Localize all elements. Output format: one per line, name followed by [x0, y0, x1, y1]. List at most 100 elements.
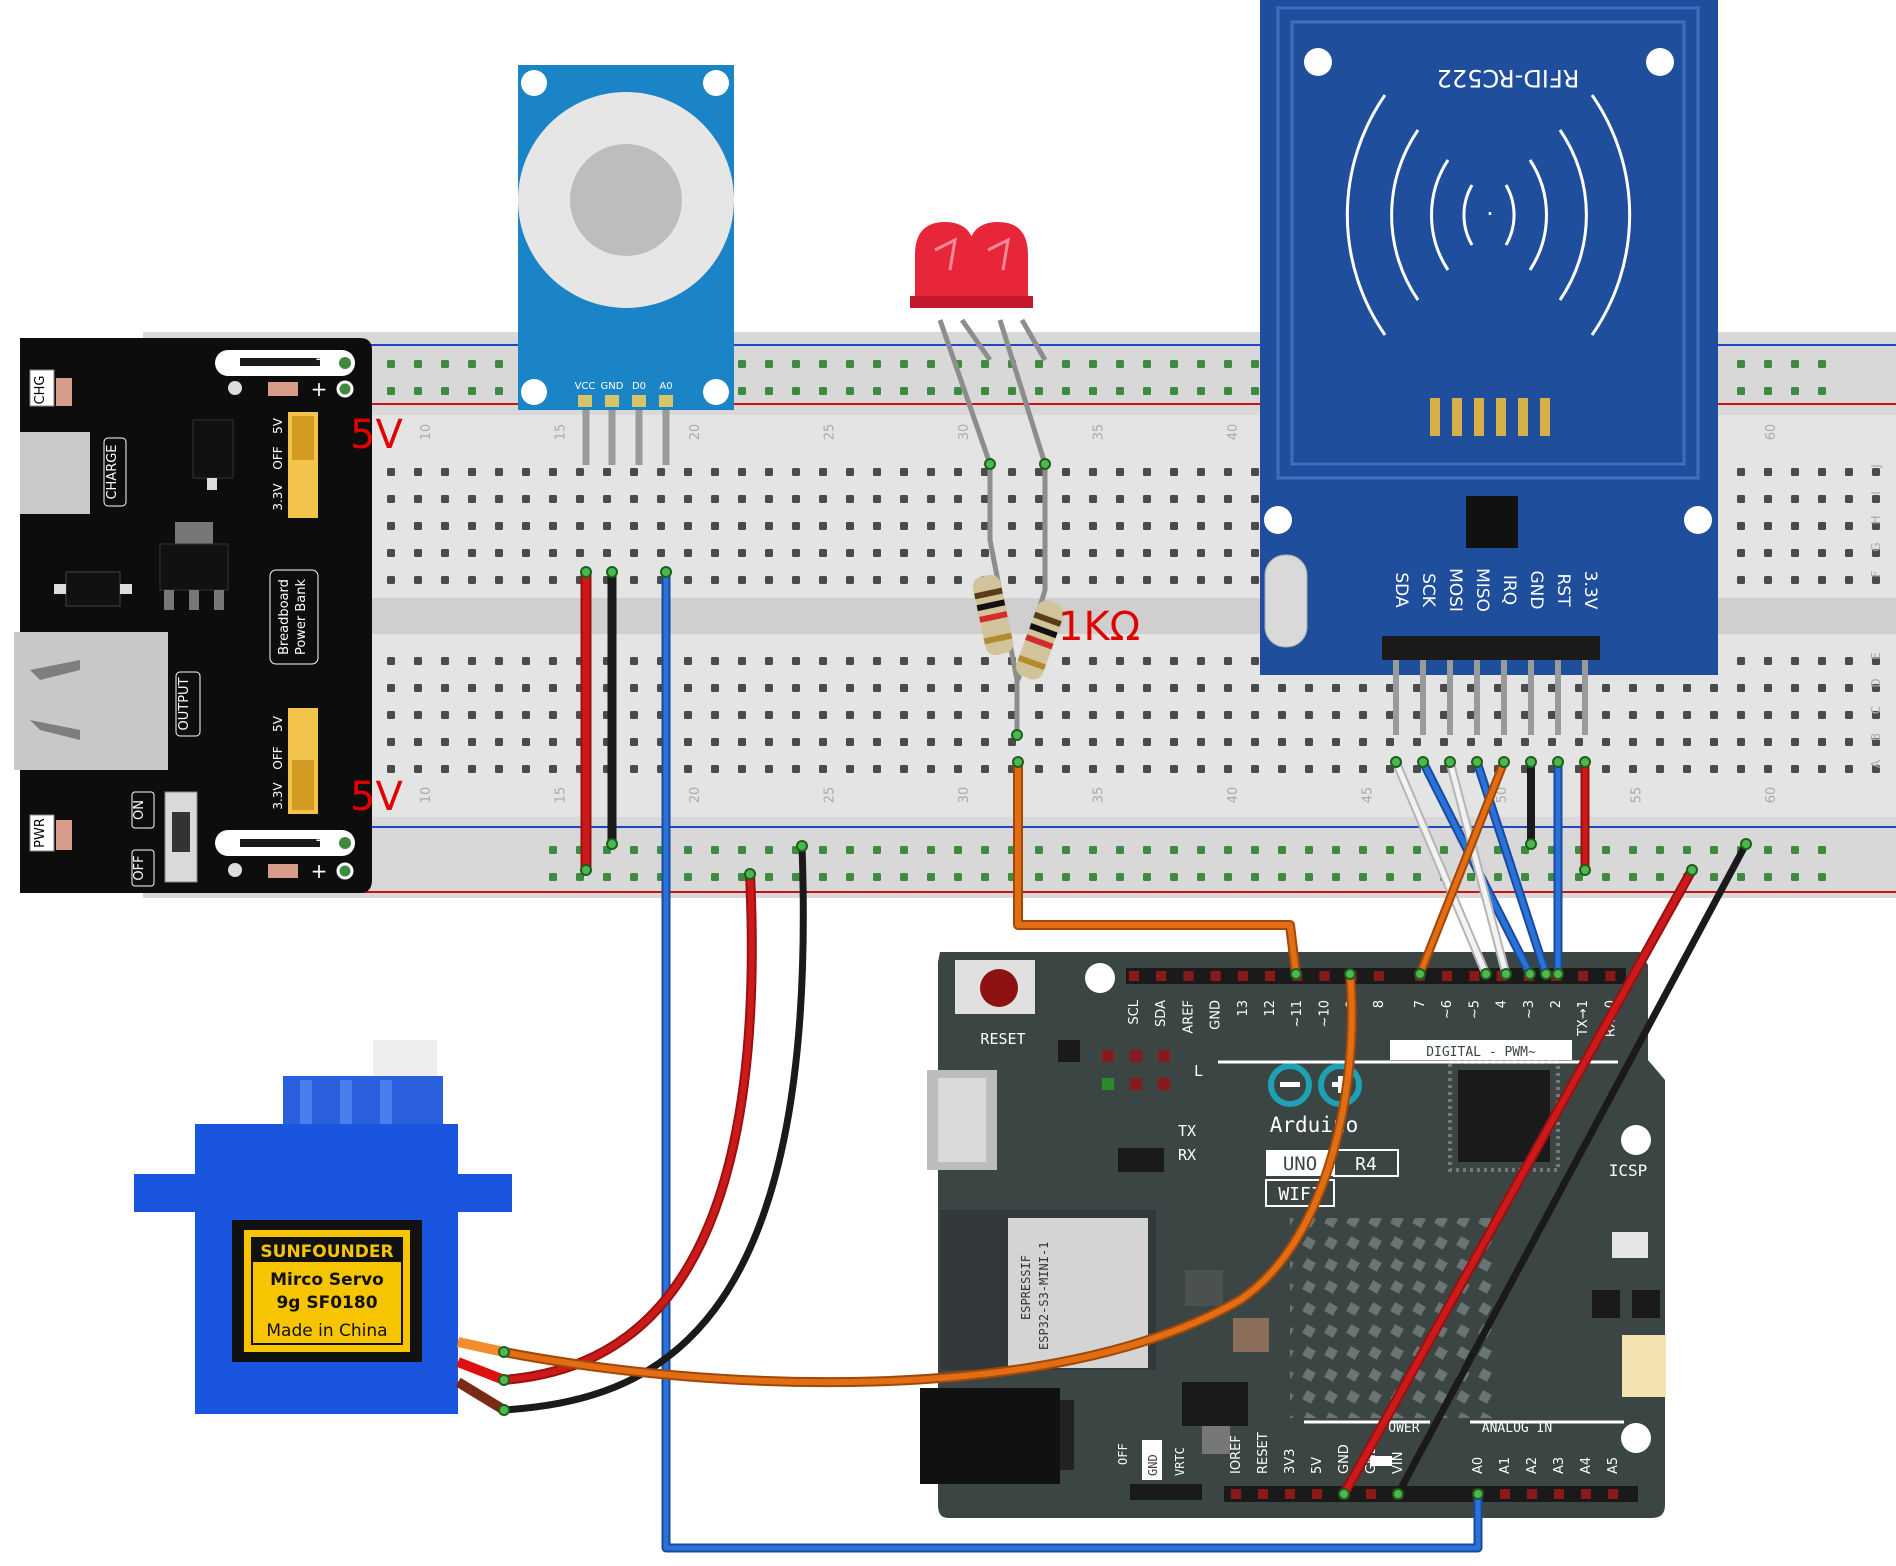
sensor-pin-label: D0 — [632, 381, 646, 392]
column-number: 60 — [1764, 787, 1779, 804]
power-header-pin[interactable] — [1285, 1489, 1295, 1499]
analog-header-pin[interactable] — [1500, 1489, 1510, 1499]
bottom-rail-plus-pin — [336, 862, 354, 880]
off-label: OFF — [132, 855, 147, 880]
power-header-pin[interactable] — [1366, 1489, 1376, 1499]
digital-pin-label: AREF — [1181, 1000, 1196, 1034]
digital-pin-label: SCL — [1127, 999, 1142, 1024]
power-header-pin[interactable] — [1231, 1489, 1241, 1499]
rfid-pin-label: SCK — [1418, 573, 1438, 608]
digital-header-pin[interactable] — [1210, 971, 1221, 981]
esp32-module-brand: ESPRESSIF — [1019, 1255, 1033, 1320]
rfid-header-pins — [1393, 660, 1588, 735]
rfid-pin-label: RST — [1553, 574, 1573, 608]
top-jumper-cap[interactable] — [292, 416, 314, 460]
wire-endpoints — [498, 458, 1752, 1500]
diode-chip — [65, 571, 121, 607]
digital-header-pin[interactable] — [1469, 971, 1480, 981]
power-switch-knob[interactable] — [172, 812, 190, 852]
analog-label: ANALOG IN — [1482, 1421, 1552, 1436]
digital-label-box — [1390, 1040, 1572, 1060]
reset-button[interactable] — [980, 969, 1018, 1007]
digital-header-pin[interactable] — [1442, 971, 1453, 981]
bottom-jumper-5v-label: 5V — [271, 715, 285, 732]
led1-leg — [937, 319, 993, 465]
tiny-ic — [1058, 1040, 1080, 1062]
rfid-crystal — [1264, 554, 1308, 648]
digital-pin-label: 12 — [1263, 1000, 1278, 1017]
digital-header-pin[interactable] — [1237, 971, 1248, 981]
top-rail-minus-pin — [339, 357, 351, 369]
column-number: 20 — [688, 424, 703, 441]
crystal-oscillator — [1233, 1318, 1269, 1352]
analog-header-pin[interactable] — [1608, 1489, 1618, 1499]
power-header-pin[interactable] — [1312, 1489, 1322, 1499]
column-number: 40 — [1226, 787, 1241, 804]
rfid-mount-hole — [1684, 506, 1712, 534]
digital-header-pin[interactable] — [1373, 971, 1384, 981]
servo-rib — [340, 1080, 352, 1128]
rfid-pin-label: SDA — [1391, 572, 1411, 608]
digital-header-pin[interactable] — [1129, 971, 1139, 981]
analog-header-pin[interactable] — [1581, 1489, 1591, 1499]
voltage-regulator — [1182, 1382, 1248, 1426]
column-number: 10 — [419, 424, 434, 441]
digital-header-pin[interactable] — [1605, 971, 1616, 981]
output-label: OUTPUT — [177, 677, 192, 730]
sensor-pin-pad — [659, 395, 673, 407]
digital-header-pin[interactable] — [1578, 971, 1589, 981]
gas-sensor-core — [570, 144, 682, 256]
column-number: 20 — [688, 787, 703, 804]
bottom-jumper-cap[interactable] — [292, 760, 314, 810]
servo-rib — [380, 1080, 392, 1128]
indicator-led — [1158, 1050, 1170, 1062]
sensor-pin-pad — [578, 395, 592, 407]
power-header-pin[interactable] — [1258, 1489, 1268, 1499]
digital-header-pin[interactable] — [1319, 971, 1330, 981]
rfid-center-dot: · — [1486, 200, 1494, 228]
small-ic — [1118, 1148, 1164, 1172]
digital-pin-label: ~10 — [1317, 1000, 1332, 1027]
usb-c-connector-inner — [938, 1078, 986, 1162]
analog-pin-label: A3 — [1552, 1457, 1567, 1474]
arduino-mount-hole — [1621, 1125, 1651, 1155]
arduino-5v-wire — [1341, 867, 1695, 1497]
digital-pin-label: TX→1 — [1576, 1000, 1591, 1037]
indicator-led — [1102, 1050, 1114, 1062]
bottom-minus-label: − — [314, 830, 329, 851]
led-wire — [1015, 759, 1299, 977]
vrtc-gnd-label: GND — [1146, 1454, 1160, 1476]
analog-header-pin[interactable] — [1554, 1489, 1564, 1499]
digital-header-pin[interactable] — [1265, 971, 1275, 981]
analog-header-pin[interactable] — [1527, 1489, 1537, 1499]
column-number: 45 — [1361, 787, 1376, 804]
servo-power-cable — [456, 1357, 506, 1385]
servo-horn — [373, 1040, 437, 1076]
tx-label: TX — [1178, 1122, 1196, 1140]
column-number: 30 — [957, 787, 972, 804]
regulator-chip — [159, 543, 229, 591]
vrtc-header — [1130, 1484, 1202, 1500]
sensor-pin-label: GND — [601, 381, 624, 392]
vrtc-off-label: OFF — [1116, 1443, 1130, 1465]
digital-pin-label: ~3 — [1522, 1000, 1537, 1019]
arduino-uno-r4-wifi: RESET ESPRESSIF ESP32-S3-MINI-1 — [920, 952, 1666, 1518]
digital-header-pin[interactable] — [1156, 971, 1167, 981]
indicator-led — [1158, 1078, 1170, 1090]
bottom-rail-resistor — [268, 864, 298, 878]
barrel-jack — [920, 1388, 1060, 1484]
servo-brand: SUNFOUNDER — [260, 1242, 393, 1262]
diode-pin — [54, 584, 66, 594]
bottom-plus-label: + — [311, 859, 328, 883]
servo-ground-cable — [455, 1377, 507, 1415]
rfid-board — [1260, 0, 1718, 675]
digital-header-pin[interactable] — [1183, 971, 1194, 981]
chg-led — [56, 378, 72, 406]
output-label-box — [175, 671, 201, 737]
